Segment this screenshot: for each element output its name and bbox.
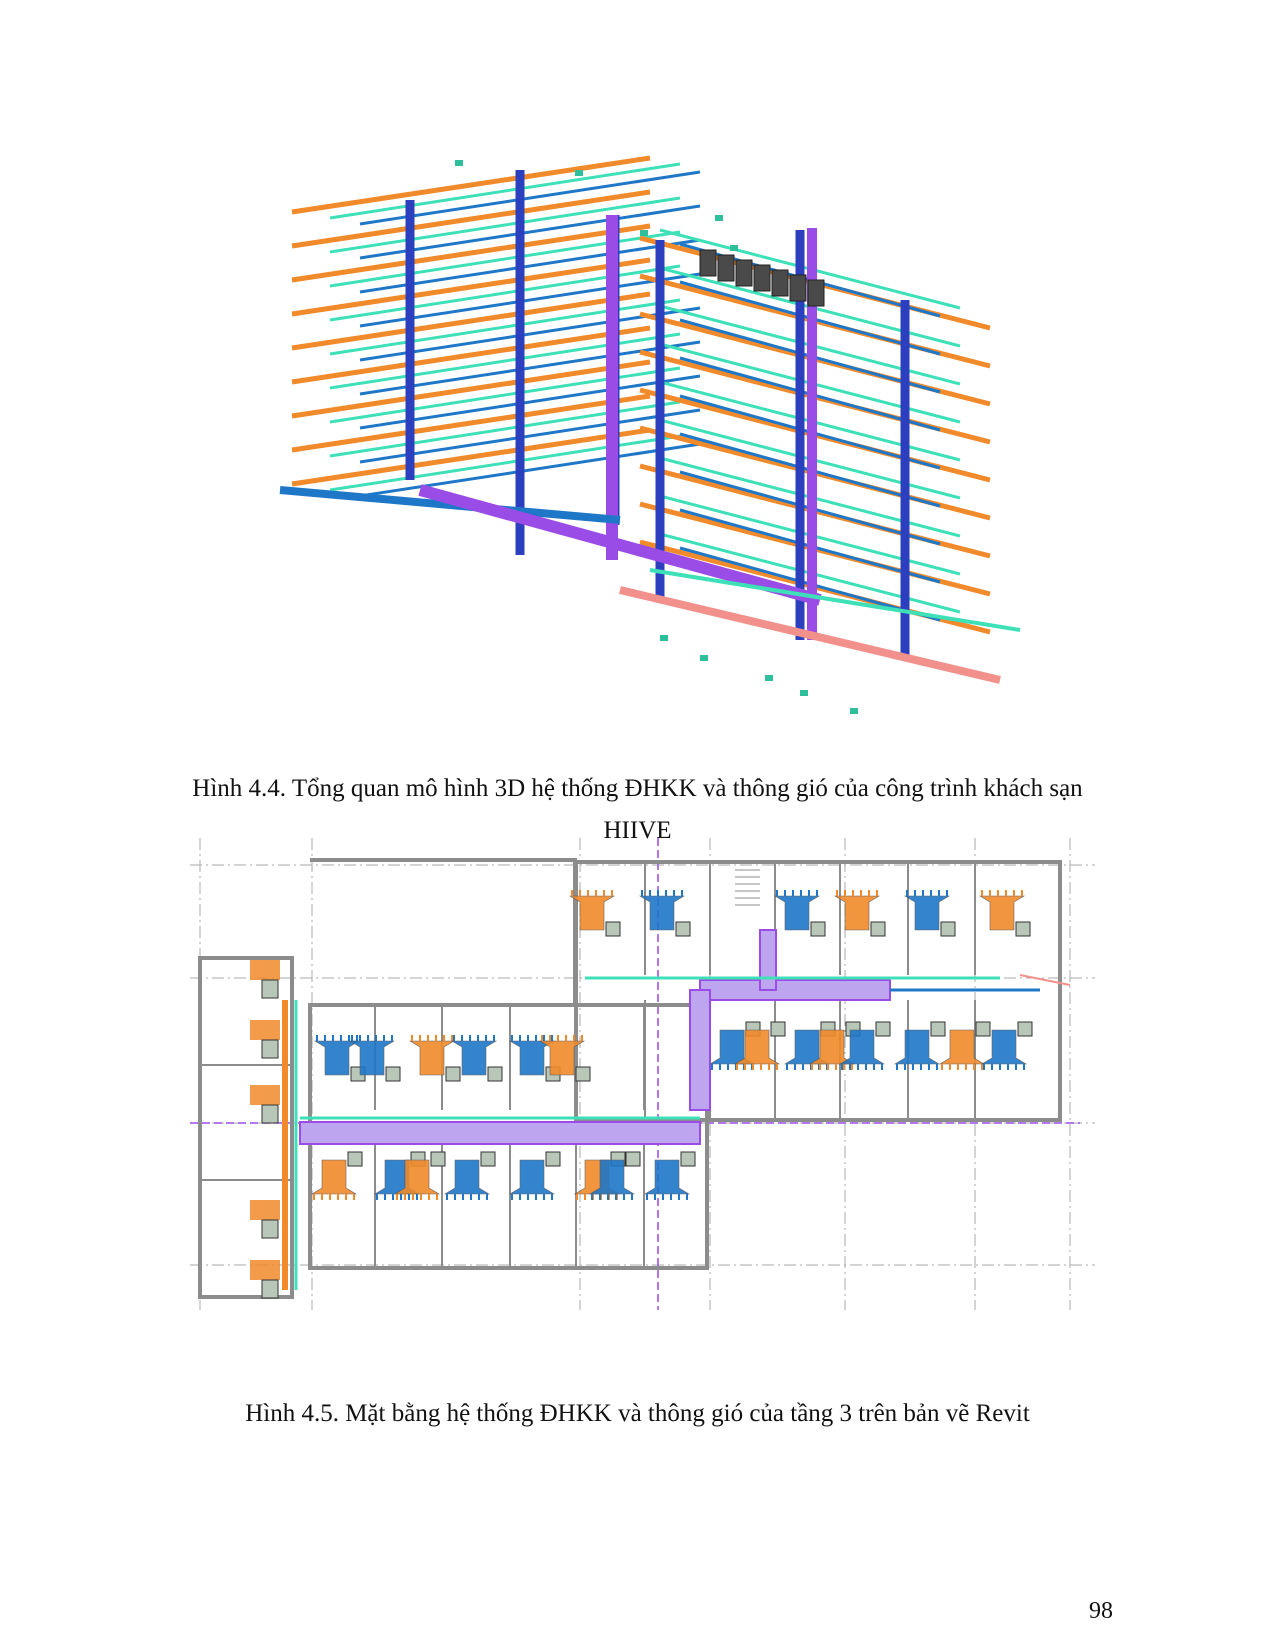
figure-4-5-caption: Hình 4.5. Mặt bằng hệ thống ĐHKK và thôn…	[245, 1400, 1030, 1427]
floor-plan-drawing	[190, 838, 1095, 1310]
hvac-3d-model-figure	[279, 155, 1021, 714]
hvac-floor-plan-figure	[190, 838, 1095, 1310]
figure-4-4-caption-line2: HIIVE	[603, 817, 672, 844]
isometric-duct-network	[279, 155, 1021, 714]
figure-4-4-caption: Hình 4.4. Tổng quan mô hình 3D hệ thống …	[0, 768, 1275, 852]
figure-4-4-caption-line1: Hình 4.4. Tổng quan mô hình 3D hệ thống …	[192, 775, 1083, 802]
page-number: 98	[1089, 1598, 1113, 1624]
